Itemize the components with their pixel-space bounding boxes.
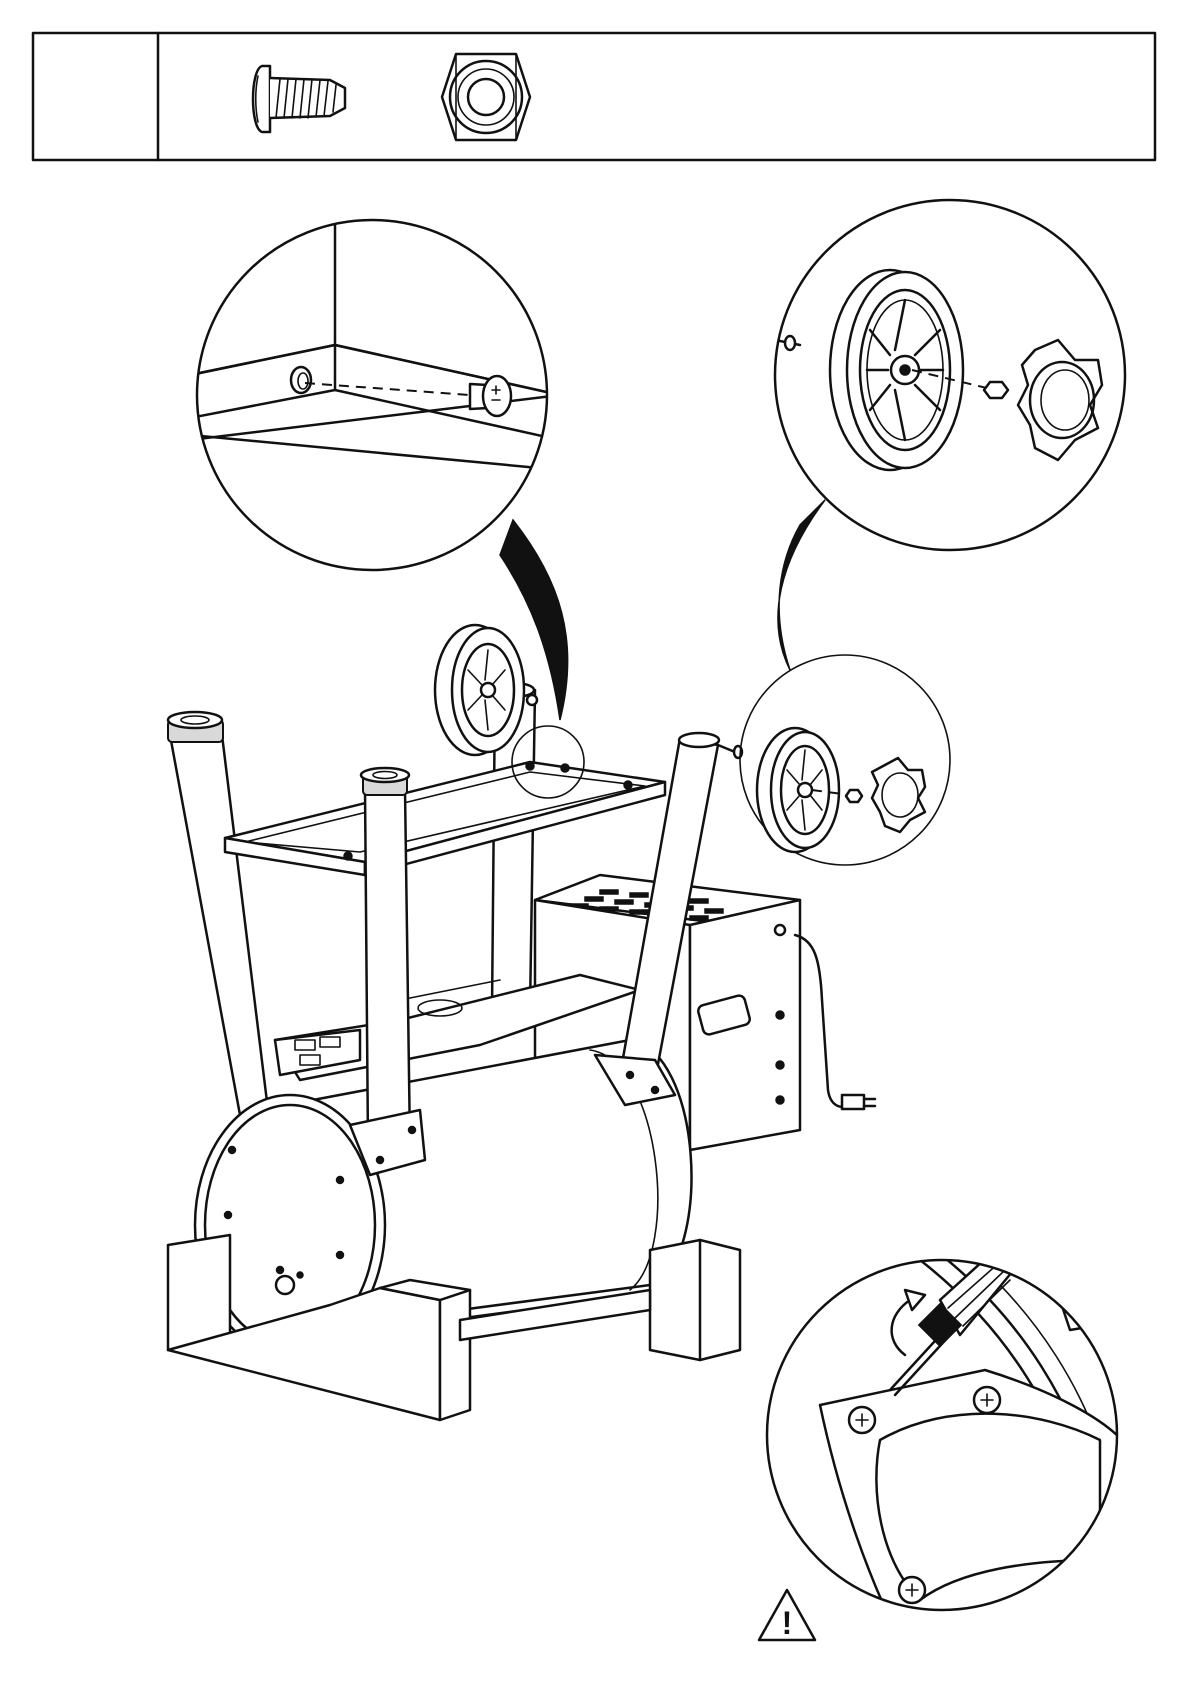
screw-icon xyxy=(253,66,345,132)
warning-triangle-icon: ! xyxy=(759,1590,815,1641)
parts-header xyxy=(33,33,1155,160)
warning-glyph: ! xyxy=(782,1605,793,1641)
detail-screwdriver-tighten xyxy=(767,1240,1130,1640)
detail-wheel-axle xyxy=(775,200,1125,670)
hex-nut-icon xyxy=(442,54,530,140)
detail-wheel-install xyxy=(740,655,950,865)
shelf-frame xyxy=(225,762,665,875)
callout-pointer-2 xyxy=(778,500,825,670)
rear-wheel xyxy=(435,625,524,755)
left-leg xyxy=(170,735,268,1115)
